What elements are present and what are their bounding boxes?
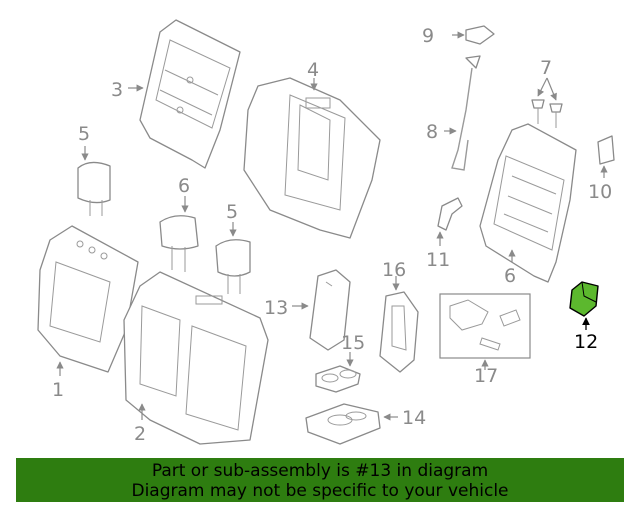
clip-part [597, 135, 615, 165]
callout-18: 17 [474, 365, 498, 387]
callout-9: 8 [426, 121, 438, 143]
headrest-right-part [215, 239, 251, 294]
hardware-kit-part [439, 293, 531, 359]
banner-line-1: Part or sub-assembly is #13 in diagram [151, 461, 489, 481]
callout-3: 3 [111, 79, 123, 101]
callout-17: 16 [382, 259, 406, 281]
callout-6: 6 [178, 175, 190, 197]
bolts-part [531, 99, 563, 128]
cable-part [451, 55, 481, 171]
callout-14: 13 [264, 297, 288, 319]
trim-panel-part [309, 269, 351, 351]
headrest-center-part [159, 215, 199, 272]
callout-16: 15 [341, 332, 365, 354]
callout-5a: 5 [78, 123, 90, 145]
callout-10: 9 [422, 25, 434, 47]
parts-diagram: 3 4 5 6 5 1 2 [37, 19, 615, 445]
seat-cushion-left-part [37, 225, 139, 373]
callout-12: 11 [426, 249, 450, 271]
callout-4: 4 [307, 59, 319, 81]
bracket-part [465, 25, 495, 45]
callout-5b: 5 [226, 201, 238, 223]
callout-1: 1 [52, 379, 64, 401]
banner-line-2: Diagram may not be specific to your vehi… [131, 481, 509, 501]
callout-8: 6 [504, 265, 516, 287]
seat-back-frame-part [139, 19, 241, 169]
callout-15: 14 [402, 407, 426, 429]
callout-13: 12 [574, 331, 598, 353]
seat-frame-part [479, 123, 577, 283]
headrest-left-part [77, 161, 111, 216]
highlighted-part-13 [569, 281, 599, 317]
info-banner: Part or sub-assembly is #13 in diagram D… [16, 458, 624, 502]
console-tray-part [305, 403, 381, 445]
callout-11: 10 [588, 181, 612, 203]
callout-2: 2 [134, 423, 146, 445]
callout-7: 7 [540, 57, 552, 79]
cup-holder-part [315, 365, 361, 393]
side-bracket-part [379, 291, 419, 373]
cable-bracket-part [437, 197, 463, 231]
rear-seat-back-part [243, 77, 381, 239]
seat-cushion-right-part [123, 271, 269, 445]
